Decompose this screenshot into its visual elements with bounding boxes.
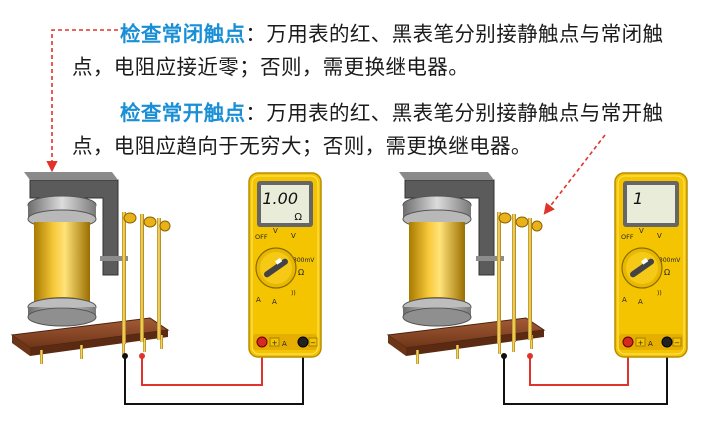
- meter-left-reading: 1.00: [262, 189, 298, 208]
- heading-check-nc: 检查常闭触点: [120, 22, 246, 46]
- text-check-nc: 万用表的红、黑表笔分别接静触点与常闭触点，电阻应接近零；否则，需更换继电器。: [72, 22, 664, 79]
- svg-text:−: −: [310, 339, 316, 347]
- svg-text:−: −: [674, 339, 680, 347]
- svg-text:A: A: [256, 296, 261, 304]
- svg-text:A: A: [622, 296, 627, 304]
- meter-right-port-black[interactable]: [661, 336, 673, 348]
- wires-left: [122, 343, 304, 405]
- relay-right: [386, 172, 546, 364]
- svg-text:Ω: Ω: [664, 268, 670, 277]
- paragraph-normally-open: 检查常开触点：万用表的红、黑表笔分别接静触点与常开触点，电阻应趋向于无穷大；否则…: [72, 101, 664, 158]
- svg-text:A: A: [282, 340, 287, 348]
- multimeter-right: 1 OFF V V 300mV Ω )) A A + A −: [614, 172, 688, 358]
- wires-right: [501, 343, 668, 405]
- arrow-nc: [46, 29, 118, 173]
- meter-right-port-red[interactable]: [622, 336, 634, 348]
- svg-text:Ω: Ω: [298, 268, 304, 277]
- multimeter-left: 1.00 Ω OFF V V 300mV Ω )) A A + A −: [248, 172, 322, 358]
- arrow-no: [543, 134, 606, 215]
- svg-text:V: V: [273, 227, 278, 235]
- svg-text:300mV: 300mV: [293, 257, 315, 264]
- svg-text:)): )): [291, 290, 296, 297]
- heading-check-no: 检查常开触点: [120, 101, 246, 125]
- svg-text:V: V: [639, 227, 644, 235]
- meter-right-reading: 1: [633, 189, 643, 208]
- paragraph-normally-closed: 检查常闭触点：万用表的红、黑表笔分别接静触点与常闭触点，电阻应接近零；否则，需更…: [72, 22, 664, 79]
- svg-text:OFF: OFF: [621, 233, 634, 241]
- meter-left-port-red[interactable]: [256, 336, 268, 348]
- meter-left-unit: Ω: [294, 212, 302, 223]
- meter-left-port-black[interactable]: [297, 336, 309, 348]
- svg-text:300mV: 300mV: [659, 257, 681, 264]
- svg-text:A: A: [272, 298, 277, 306]
- svg-text:A: A: [648, 340, 653, 348]
- svg-text:)): )): [657, 290, 662, 297]
- svg-text:V: V: [657, 232, 662, 240]
- relay-left: [10, 172, 171, 364]
- svg-text:V: V: [291, 232, 296, 240]
- svg-text:A: A: [638, 298, 643, 306]
- svg-text:OFF: OFF: [255, 233, 268, 241]
- text-check-no: 万用表的红、黑表笔分别接静触点与常开触点，电阻应趋向于无穷大；否则，需更换继电器…: [72, 101, 664, 158]
- svg-text:+: +: [272, 339, 278, 347]
- svg-text:+: +: [638, 339, 644, 347]
